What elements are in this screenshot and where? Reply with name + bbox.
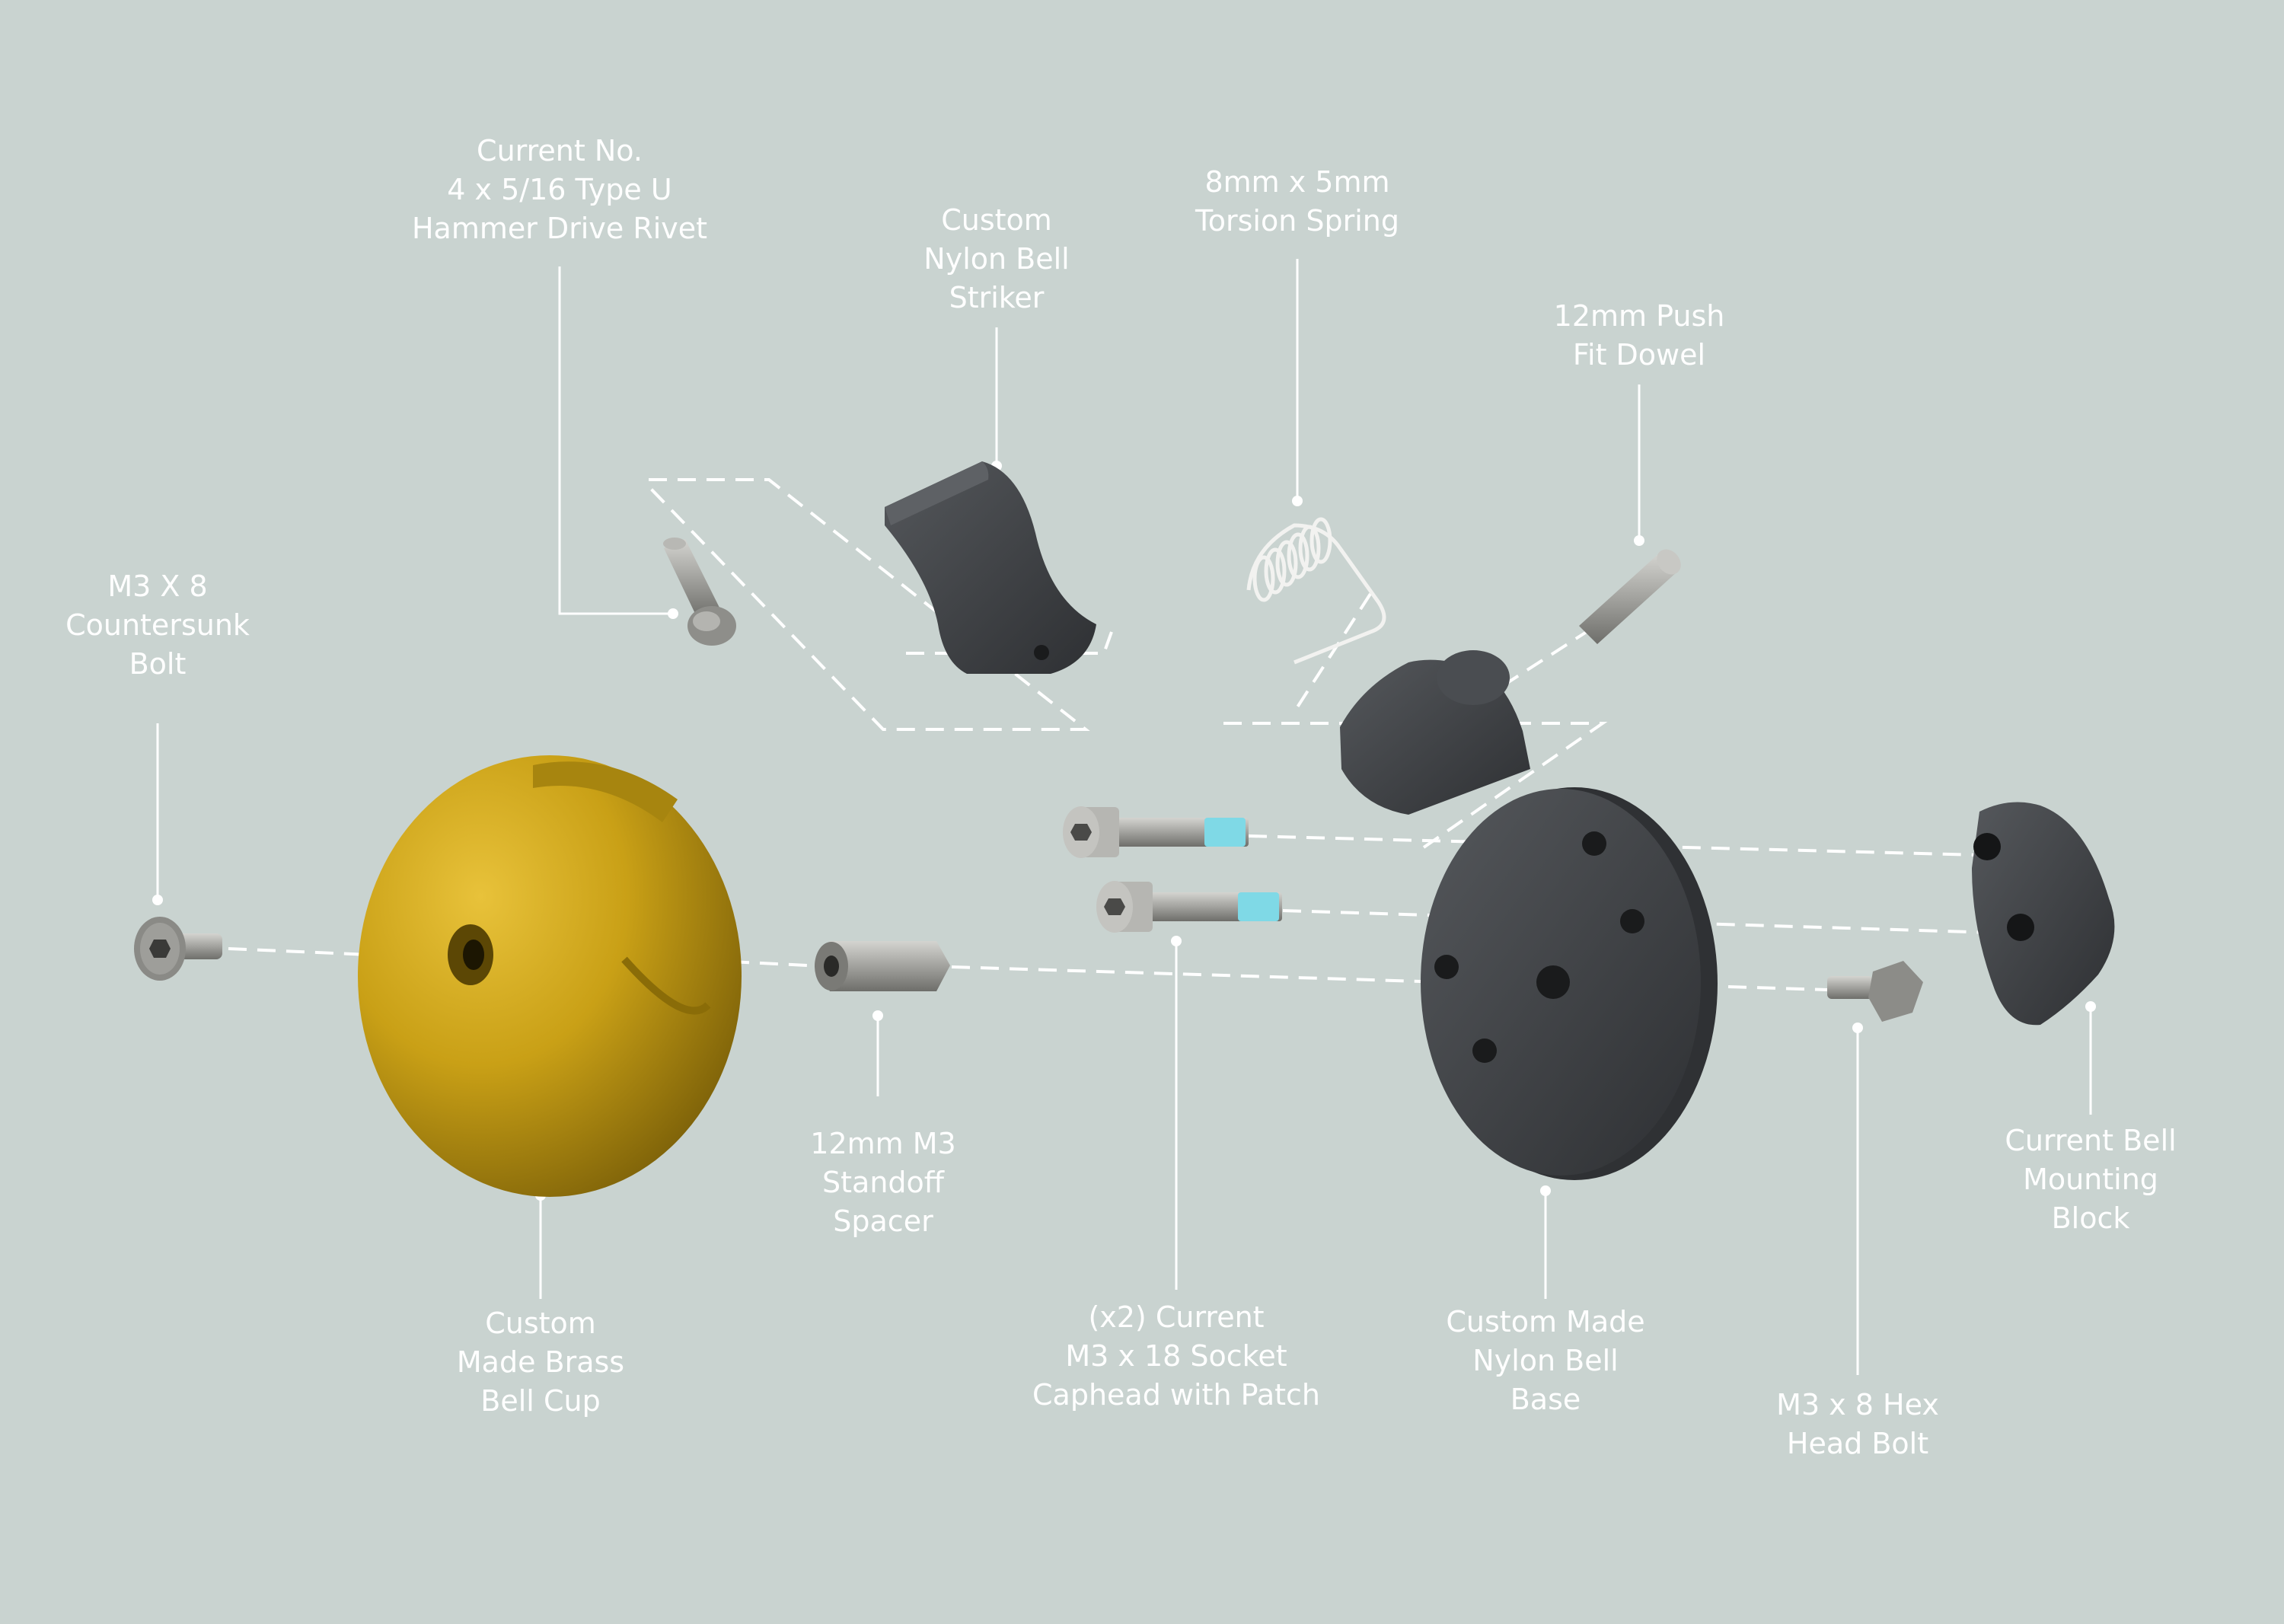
callout-torsion-spring: 8mm x 5mm Torsion Spring — [1195, 163, 1399, 241]
assembly-line-dowel — [1396, 627, 1593, 755]
callout-countersunk-bolt: M3 X 8 Countersunk Bolt — [65, 567, 250, 684]
callout-line: Nylon Bell — [923, 242, 1070, 276]
callout-line: Current Bell — [2005, 1124, 2177, 1157]
assembly-line-hex — [1727, 985, 1828, 991]
callout-line: Made Brass — [456, 1345, 625, 1379]
callout-standoff-spacer: 12mm M3 Standoff Spacer — [810, 1125, 955, 1241]
callout-socket-caphead: (x2) Current M3 x 18 Socket Caphead with… — [1032, 1298, 1320, 1415]
callout-mounting-block: Current Bell Mounting Block — [2005, 1121, 2176, 1238]
callout-nylon-bell-base: Custom Made Nylon Bell Base — [1446, 1303, 1644, 1419]
torsion-spring-part — [1246, 517, 1386, 665]
callout-line: Block — [2051, 1201, 2130, 1235]
callout-line: (x2) Current — [1088, 1300, 1265, 1334]
callout-line: M3 x 8 Hex — [1776, 1388, 1939, 1421]
callout-line: Bolt — [129, 647, 187, 681]
callout-line: Custom Made — [1446, 1305, 1645, 1338]
callout-line: M3 x 18 Socket — [1065, 1339, 1287, 1373]
socket-caphead-screw-1 — [1063, 806, 1249, 858]
hex-head-bolt-part — [1827, 961, 1923, 1022]
callout-line: Spacer — [833, 1204, 933, 1238]
socket-caphead-screw-2 — [1096, 881, 1282, 933]
callout-line: 12mm M3 — [810, 1127, 956, 1160]
brass-bell-cup-part — [358, 755, 742, 1197]
leader-lines — [152, 259, 2096, 1375]
callout-brass-bell-cup: Custom Made Brass Bell Cup — [457, 1304, 624, 1421]
callout-line: Torsion Spring — [1195, 204, 1400, 238]
callout-line: M3 X 8 — [107, 570, 208, 603]
callout-hammer-rivet: Current No. 4 x 5/16 Type U Hammer Drive… — [412, 132, 707, 248]
callout-line: 4 x 5/16 Type U — [447, 173, 672, 206]
assembly-line-spring-arm — [1293, 592, 1372, 713]
hammer-rivet-part — [663, 538, 736, 646]
callout-line: Custom — [485, 1307, 596, 1340]
callout-line: Mounting — [2023, 1163, 2158, 1196]
callout-line: Bell Cup — [480, 1384, 601, 1418]
callout-line: Hammer Drive Rivet — [411, 212, 708, 245]
assembly-line-screw-2 — [1282, 909, 2018, 935]
callout-line: Caphead with Patch — [1032, 1378, 1320, 1412]
assembly-line-standoff — [951, 965, 1569, 987]
mounting-block-part — [1972, 802, 2115, 1026]
assembly-line-cup — [730, 960, 808, 967]
assembly-line-rivet — [649, 478, 1090, 731]
standoff-spacer-part — [815, 941, 950, 991]
callout-line: Head Bolt — [1786, 1427, 1929, 1460]
nylon-bell-base-part — [1340, 650, 1718, 1180]
callout-line: Striker — [949, 281, 1045, 314]
push-fit-dowel-part — [1579, 549, 1681, 644]
callout-line: Custom — [941, 203, 1052, 237]
callout-line: 8mm x 5mm — [1204, 165, 1390, 199]
callout-line: Nylon Bell — [1472, 1344, 1619, 1377]
callout-line: Base — [1510, 1383, 1581, 1416]
bell-striker-part — [885, 461, 1096, 674]
callout-bell-striker: Custom Nylon Bell Striker — [923, 201, 1069, 317]
callout-line: Fit Dowel — [1572, 338, 1706, 372]
countersunk-bolt-part — [134, 917, 222, 981]
callout-hex-head-bolt: M3 x 8 Hex Head Bolt — [1776, 1386, 1939, 1463]
callout-line: 12mm Push — [1553, 299, 1725, 333]
assembly-line-screw-1 — [1248, 834, 1980, 857]
callout-line: Standoff — [822, 1166, 944, 1199]
callout-push-fit-dowel: 12mm Push Fit Dowel — [1554, 297, 1725, 375]
callout-line: Current No. — [477, 134, 643, 168]
callout-line: Countersunk — [65, 608, 250, 642]
